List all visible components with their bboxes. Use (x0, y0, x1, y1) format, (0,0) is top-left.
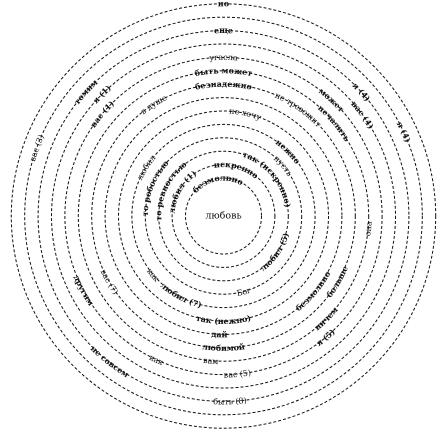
poem-word: Бог (236, 286, 252, 298)
poem-word: вас (1) (88, 98, 116, 129)
ring-1 (185, 177, 262, 255)
poem-word: безмолвно (190, 172, 246, 194)
poem-word-text: она (363, 221, 373, 237)
ring-8 (91, 83, 356, 349)
poem-word: нежно (274, 137, 303, 166)
poem-word-text: угасла (209, 53, 238, 63)
poem-word-text: еще (214, 25, 233, 35)
poem-word: любил (7) (159, 280, 203, 310)
poem-word: так (нежно) (195, 313, 252, 327)
ring-9 (77, 70, 370, 362)
poem-word: не хочу (229, 107, 263, 123)
poem-word: еще (214, 25, 233, 35)
poem-word: быть может (194, 65, 254, 78)
poem-word-text: не тревожит (274, 91, 324, 130)
ring-5 (131, 123, 316, 309)
poem-word-text: я (4) (395, 120, 413, 144)
word-arc (64, 216, 385, 378)
ring-3 (158, 150, 289, 282)
poem-word: не совсем (89, 343, 131, 379)
poem-word-text: любимой (202, 341, 246, 353)
poem-word: так (искренно) (242, 149, 294, 208)
poem-word: дай (211, 329, 227, 340)
poem-word-text: дай (211, 329, 227, 340)
word-arc (113, 33, 406, 341)
word-arc (89, 106, 281, 351)
word-arc (95, 87, 353, 205)
poem-word: безнадежно (194, 79, 254, 92)
poem-word: вас (7) (99, 268, 120, 296)
poem-word: она (363, 221, 373, 237)
poem-word: любил (5) (258, 231, 291, 273)
poem-word-text: но (218, 0, 230, 8)
poem-word: вам (203, 356, 219, 366)
poem-word: быть (8) (213, 396, 247, 406)
poem-word-text: вас (1) (88, 98, 116, 129)
poem-word: не тревожит (274, 91, 324, 130)
ring-6 (118, 110, 329, 322)
ring-2 (171, 164, 276, 268)
poem-word-text: вас (4) (349, 99, 376, 131)
poem-word-text: вас (7) (99, 268, 120, 296)
poem-word-text: быть (8) (213, 396, 247, 406)
poem-word: вас (5) (224, 368, 252, 379)
poem-word: как (148, 353, 165, 367)
word-arc (35, 113, 361, 404)
ring-7 (104, 97, 343, 335)
poem-word-text: в душе (139, 93, 169, 116)
poem-word: вас (3) (28, 133, 46, 162)
ring-11 (51, 43, 396, 389)
poem-word-text: как (148, 353, 165, 367)
poem-word-text: так (нежно) (195, 313, 252, 327)
poem-word-text: вам (203, 356, 219, 366)
poem-word-text: нежно (274, 137, 303, 166)
poem-word-text: безнадежно (194, 79, 254, 92)
concentric-rings (10, 3, 437, 429)
poem-word-text: ничем (312, 305, 340, 333)
ring-10 (64, 56, 383, 376)
poem-word: любимой (202, 341, 246, 353)
poem-word-text: быть может (194, 65, 254, 78)
ring-13 (24, 16, 423, 416)
poem-word-text: любил (7) (159, 280, 203, 310)
poem-word: вас (4) (349, 99, 376, 131)
ring-4 (144, 137, 303, 295)
poem-word: я (4) (395, 120, 413, 144)
ring-12 (37, 30, 410, 402)
poem-word-text: Бог (236, 286, 252, 298)
poem-word-text: любил (5) (258, 231, 291, 273)
poem-word-text: так (искренно) (242, 149, 294, 208)
poem-word: ничем (312, 305, 340, 333)
poem-word: но (218, 0, 230, 8)
ring-14 (10, 3, 437, 429)
poem-word-text: не хочу (229, 107, 263, 123)
poem-word: в душе (139, 93, 169, 116)
poem-word-text: безмолвно (190, 172, 246, 194)
poem-word-text: не совсем (89, 343, 131, 379)
poem-word: угасла (209, 53, 238, 63)
poem-word-text: вас (3) (28, 133, 46, 162)
center-word-lyubov: любовь (205, 211, 241, 222)
poem-word-text: вас (5) (224, 368, 252, 379)
